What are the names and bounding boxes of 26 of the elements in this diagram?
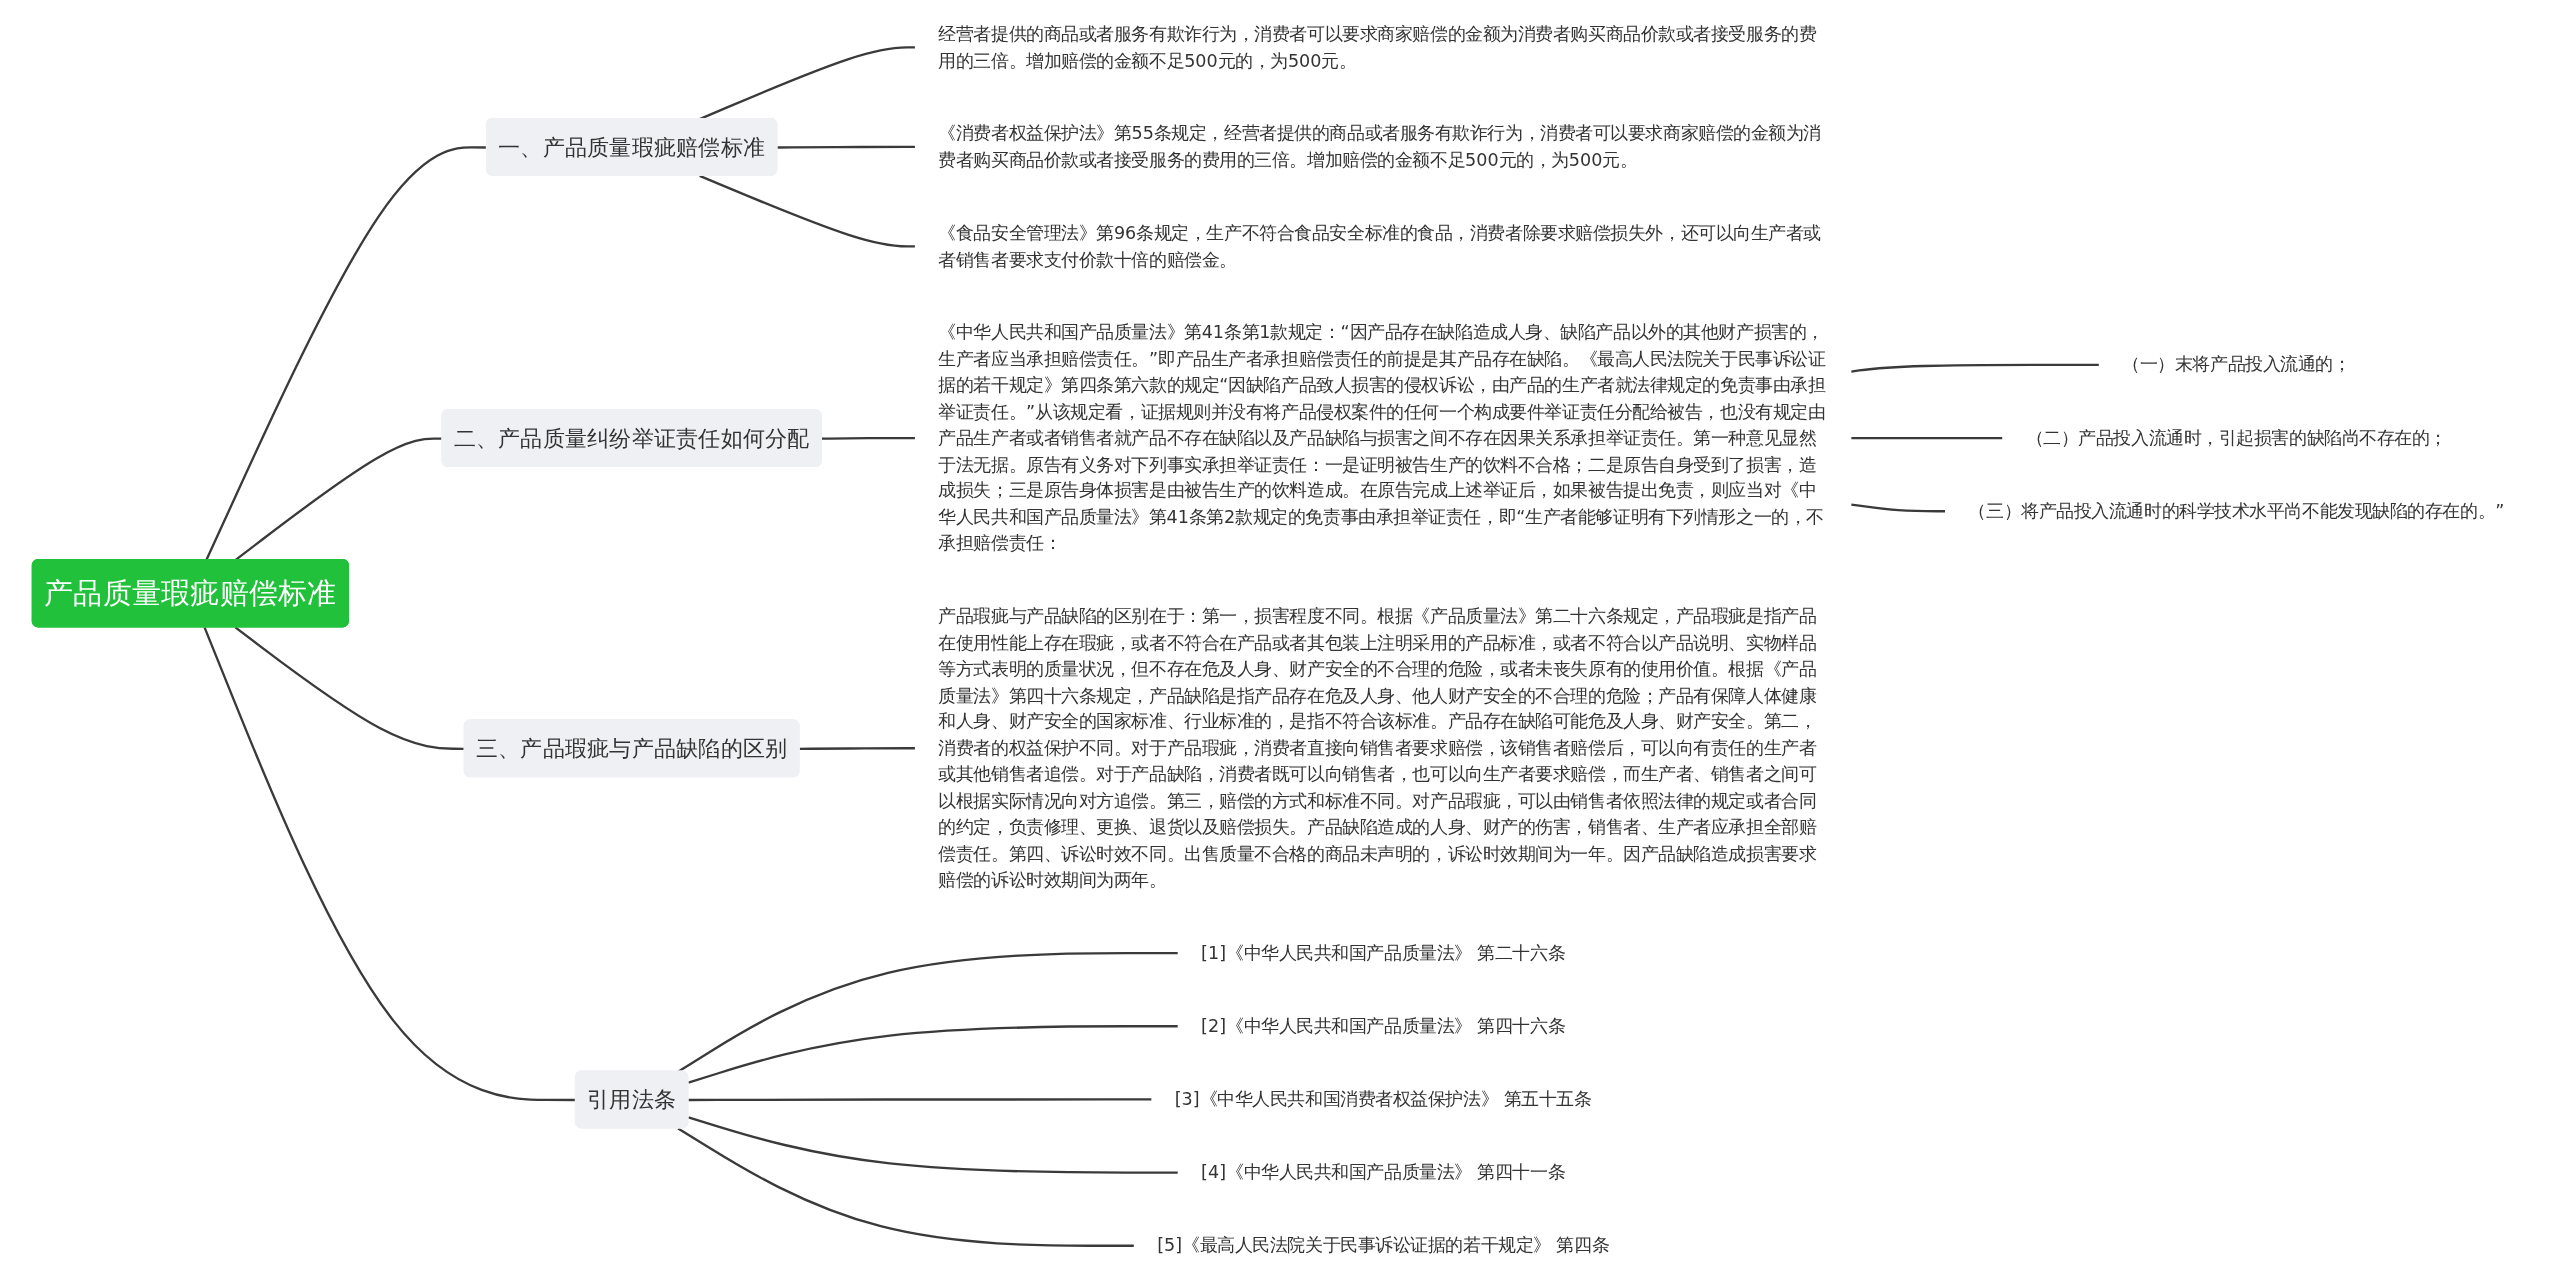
connector [688, 1098, 1152, 1102]
node-text: （三）将产品投入流通时的科学技术水平尚不能发现缺陷的存在的。” [1968, 500, 2505, 522]
connector [688, 1025, 1178, 1084]
node-text: 《消费者权益保护法》第55条规定，经营者提供的商品或者服务有欺诈行为，消费者可以要求商家赔偿的金额为消费者购买商品价款或者接受服务的费用的三倍。增加赔偿的金额不足500元的，为500元。 [938, 122, 1822, 171]
node-text: 经营者提供的商品或者服务有欺诈行为，消费者可以要求商家赔偿的金额为消费者购买商品价款或者接受服务的费用的三倍。增加赔偿的金额不足500元的，为500元。 [938, 23, 1817, 71]
node-text: [1]《中华人民共和国产品质量法》 第二十六条 [1201, 942, 1566, 964]
node-text: 《食品安全管理法》第96条规定，生产不符合食品安全标准的食品，消费者除要求赔偿损失外，还可以向生产者或者销售者要求支付价款十倍的赔偿金。 [938, 222, 1822, 270]
connector [688, 1116, 1178, 1174]
node-text: （二）产品投入流通时，引起损害的缺陷尚不存在的； [2025, 427, 2448, 449]
node-text: [3]《中华人民共和国消费者权益保护法》 第五十五条 [1174, 1088, 1592, 1110]
connector [799, 747, 915, 751]
connector [699, 174, 915, 248]
node-text: [5]《最高人民法院关于民事诉讼证据的若干规定》 第四条 [1157, 1234, 1610, 1256]
connector [821, 436, 915, 440]
node-text: 产品瑕疵与产品缺陷的区别在于：第一，损害程度不同。根据《产品质量法》第二十六条规定，产品瑕疵是指产品在使用性能上存在瑕疵，或者不符合在产品或者其包装上注明采用的产品标准，或者不符合以产品说明、实物样品等方式表明的质量状况，但不存在危及人身、财产安全的不合理的危险，或者未丧失原有的使用价值。根据《产品质量法》第四十六条规定，产品缺陷是指产品存在危及人身、他人财产安全的不合理的危险；产品有保障人体健康和人身、财产安全的国家标准、行业标准的，是指不符合该标准。产品存在缺陷可能危及人身、财产安全。第二，消费者的权益保护不同。对于产品瑕疵，消费者直接向销售者要求赔偿，该销售者赔偿后，可以向有责任的生产者或其他销售者追偿。对于产品缺陷，消费者既可以向销售者，也可以向生产者要求赔偿，而生产者、销售者之间可以根据实际情况向对方追偿。第三，赔偿的方式和标准不同。对产品瑕疵，可以由销售者依照法律的规定或者合同的约定，负责修理、更换、退货以及赔偿损失。产品缺陷造成的人身、财产的伤害，销售者、生产者应承担全部赔偿责任。第四、诉讼时效不同。出售质量不合格的商品未声明的，诉讼时效期间为一年。因产品缺陷造成损害要求赔偿的诉讼时效期间为两年。 [938, 605, 1817, 891]
connector [677, 951, 1178, 1073]
connector [1851, 436, 2003, 440]
node-text: [4]《中华人民共和国产品质量法》 第四十一条 [1201, 1161, 1566, 1183]
connector [677, 1127, 1134, 1247]
node-text: （一）末将产品投入流通的； [2122, 354, 2351, 376]
connector [777, 145, 915, 149]
node-text: 《中华人民共和国产品质量法》第41条第1款规定：“因产品存在缺陷造成人身、缺陷产品以外的其他财产损害的，生产者应当承担赔偿责任。”即产品生产者承担赔偿责任的前提是其产品存在缺陷。《最高人民法院关于民事诉讼证据的若干规定》第四条第六款的规定“因缺陷产品致人损害的侵权诉讼，由产品的生产者就法律规定的免责事由承担举证责任。”从该规定看，证据规则并没有将产品侵权案件的任何一个构成要件举证责任分配给被告，也没有规定由产品生产者或者销售者就产品不存在缺陷以及产品缺陷与损害之间不存在因果关系承担举证责任。第一种意见显然于法无据。原告有义务对下列事实承担举证责任：一是证明被告生产的饮料不合格；二是原告自身受到了损害，造成损失；三是原告身体损害是由被告生产的饮料造成。在原告完成上述举证后，如果被告提出免责，则应当对《中华人民共和国产品质量法》第41条第2款规定的免责事由承担举证责任，即“生产者能够证明有下列情形之一的，不承担赔偿责任： [938, 321, 1826, 554]
connector [234, 626, 465, 751]
node-text: [2]《中华人民共和国产品质量法》 第四十六条 [1201, 1015, 1566, 1037]
connector [1851, 503, 1945, 513]
connector [1851, 363, 2099, 373]
